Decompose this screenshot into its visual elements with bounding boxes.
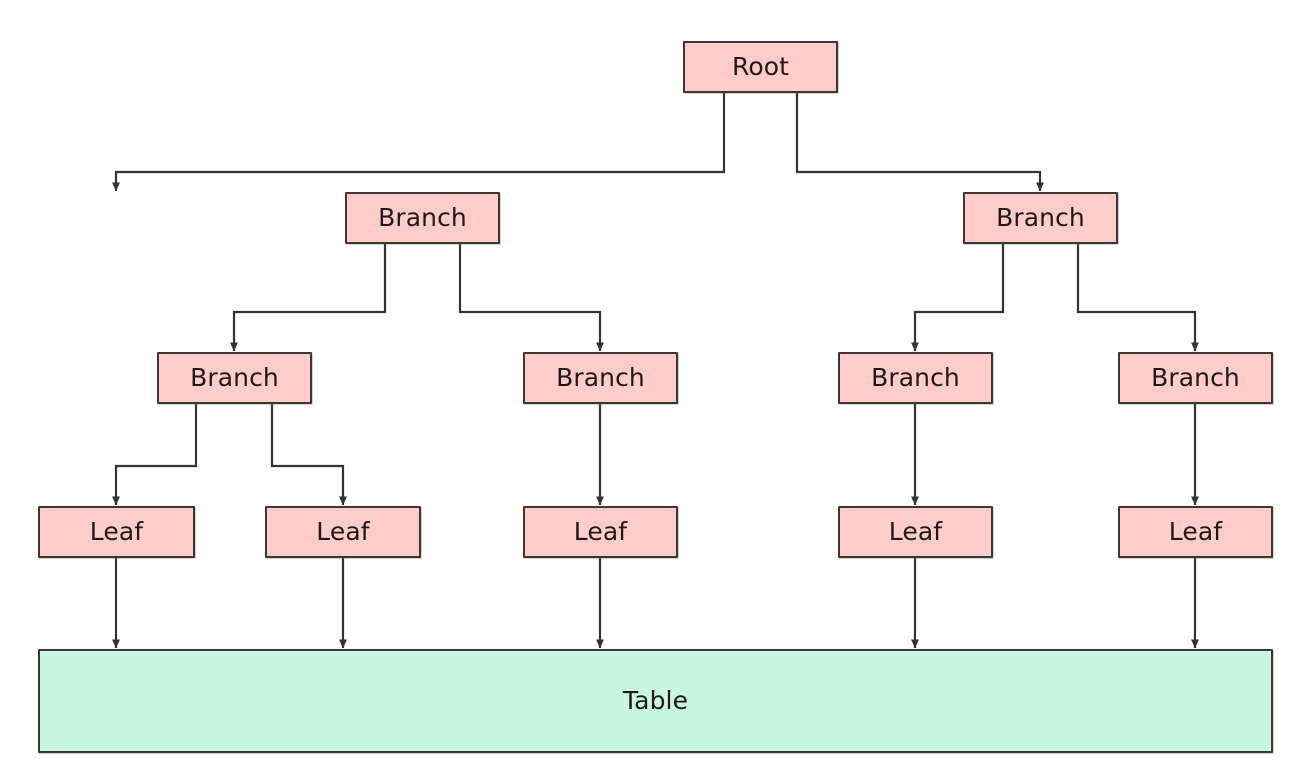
edge-branch-r1-to-branch-r2b <box>1076 244 1199 352</box>
node-branch-r2a[interactable]: Branch <box>838 352 993 404</box>
node-leaf-1[interactable]: Leaf <box>38 506 195 558</box>
edge-branch-l1-to-branch-l2a <box>230 244 387 352</box>
node-leaf-5-label: Leaf <box>1168 516 1223 546</box>
node-root-label: Root <box>731 51 790 81</box>
node-leaf-3-label: Leaf <box>573 516 628 546</box>
node-branch-r1[interactable]: Branch <box>963 192 1118 244</box>
node-branch-r2a-label: Branch <box>871 362 960 392</box>
node-branch-r2b[interactable]: Branch <box>1118 352 1273 404</box>
node-leaf-2[interactable]: Leaf <box>265 506 421 558</box>
edge-branch-l2a-to-leaf-1 <box>112 404 198 506</box>
node-leaf-4[interactable]: Leaf <box>838 506 993 558</box>
node-table[interactable]: Table <box>38 649 1273 753</box>
node-branch-l1-label: Branch <box>378 202 467 232</box>
edge-root-to-branch-l1 <box>112 93 726 192</box>
node-leaf-4-label: Leaf <box>888 516 943 546</box>
node-leaf-5[interactable]: Leaf <box>1118 506 1273 558</box>
node-leaf-1-label: Leaf <box>89 516 144 546</box>
node-leaf-2-label: Leaf <box>316 516 370 546</box>
node-root[interactable]: Root <box>683 41 838 93</box>
node-branch-r1-label: Branch <box>996 202 1085 232</box>
node-branch-l2b[interactable]: Branch <box>523 352 678 404</box>
node-branch-l2a-label: Branch <box>190 362 279 392</box>
node-leaf-3[interactable]: Leaf <box>523 506 678 558</box>
edge-branch-l2a-to-leaf-2 <box>270 404 347 506</box>
node-branch-l2b-label: Branch <box>556 362 645 392</box>
node-table-label: Table <box>622 685 689 715</box>
node-branch-l2a[interactable]: Branch <box>157 352 312 404</box>
edge-branch-r1-to-branch-r2a <box>911 244 1005 352</box>
node-branch-r2b-label: Branch <box>1151 362 1240 392</box>
edge-root-to-branch-r1 <box>795 93 1044 192</box>
node-branch-l1[interactable]: Branch <box>345 192 500 244</box>
edge-branch-l1-to-branch-l2b <box>458 244 604 352</box>
